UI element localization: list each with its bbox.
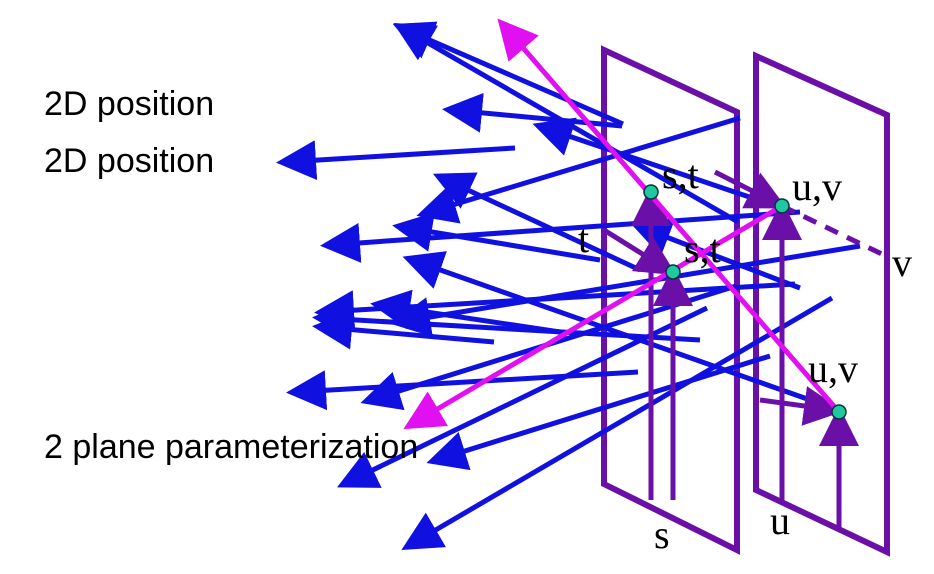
parameter-arrows [602,169,888,530]
ray-19 [337,305,709,488]
highlight-rays [403,18,841,430]
ray-9 [392,212,601,263]
label-v-axis: v [892,240,912,285]
st-upper-point [643,184,659,200]
ray-21 [401,295,834,551]
label-u-axis: u [770,498,790,543]
t-direction-arrow [602,227,677,276]
ray-20 [426,353,771,471]
highlight-ray-2 [403,203,784,430]
st-lower-point [665,264,681,280]
ray-bundle [276,21,861,551]
label-uv-upper: u,v [792,164,842,209]
ray-6 [276,140,516,181]
label-2d-position-1: 2D position [44,85,214,123]
ray-16 [370,289,561,335]
st-to-uv-arrow [713,169,787,209]
ray-15 [312,309,495,350]
label-st-upper: s,t [662,152,699,197]
ray-1 [392,21,624,127]
label-2d-position-2: 2D position [44,142,214,180]
label-uv-lower: u,v [808,346,858,391]
v-axis-dashed-line [780,203,888,259]
ray-7 [432,172,642,273]
ray-18 [286,369,639,411]
label-t-axis: t [578,216,589,261]
intersection-points [643,184,847,420]
uv-upper-point [774,198,790,214]
label-2-plane-parameterization: 2 plane parameterization [44,428,418,466]
uv-lower-point [831,404,847,420]
ray-8 [320,209,801,263]
label-st-lower: s,t [684,226,721,271]
ray-5 [532,117,771,207]
highlight-ray-1 [497,18,841,414]
label-s-axis: s [654,512,670,557]
uv-lower-arrow [759,386,844,426]
st-plane [601,45,740,555]
